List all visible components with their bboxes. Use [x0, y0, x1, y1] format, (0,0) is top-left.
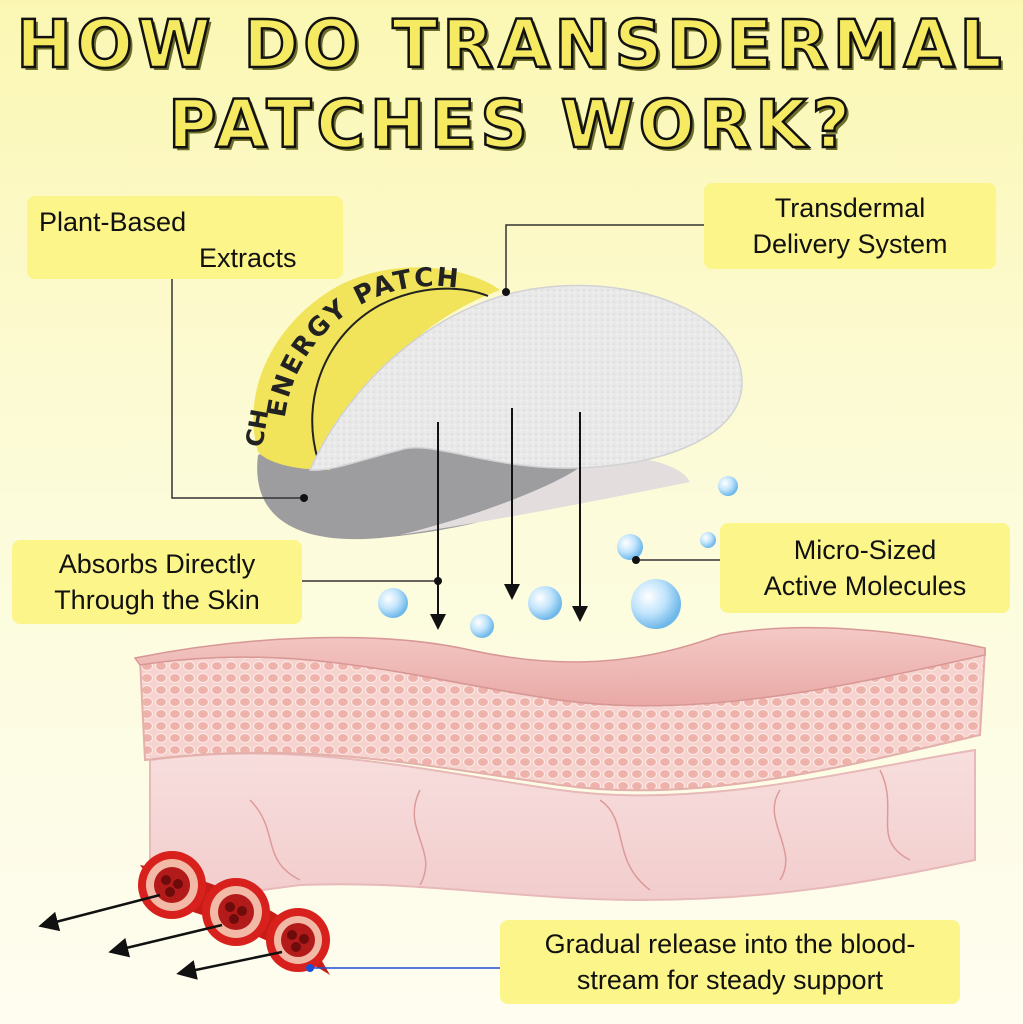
patch-white-backing: [308, 284, 743, 471]
label-delivery-line-2: Delivery System: [752, 229, 948, 259]
leader-plant: [171, 275, 304, 499]
transdermal-patch: ENERGY PATCH CH: [240, 263, 743, 540]
skin-dermis-layer: [149, 748, 976, 907]
label-molecules-line-2: Active Molecules: [763, 571, 967, 601]
vessel-cross-section-1: [138, 851, 206, 919]
label-absorbs-through-skin: Absorbs Directly Through the Skin: [12, 540, 302, 624]
label-transdermal-delivery-system: Transdermal Delivery System: [704, 183, 996, 269]
flow-arrow-3: [176, 950, 283, 980]
bubble: [378, 588, 408, 618]
patch-gray-layer: [257, 445, 600, 540]
bubble: [528, 586, 562, 620]
flow-arrow-1: [38, 893, 161, 932]
patch-print-ring: [311, 287, 489, 461]
bubble: [617, 534, 643, 560]
title-line-1: HOW DO TRANSDERMAL: [15, 5, 1007, 85]
bubble: [631, 579, 681, 629]
dermis-vessels: [249, 769, 911, 891]
label-release-line-2: stream for steady support: [576, 965, 884, 995]
patch-yellow-printed-side: [253, 267, 500, 470]
label-release-line-1: Gradual release into the blood-: [544, 929, 916, 959]
molecule-bubbles: [378, 476, 738, 638]
leader-lines: [171, 224, 720, 969]
leader-delivery: [505, 224, 708, 292]
skin-surface-layer: [133, 626, 986, 707]
label-absorbs-line-1: Absorbs Directly: [58, 549, 256, 579]
label-plant-line-2: Extracts: [199, 243, 297, 273]
absorption-arrows: [430, 408, 588, 630]
blood-vessels: [38, 851, 330, 980]
label-delivery-line-1: Transdermal: [774, 193, 926, 223]
label-molecules-line-1: Micro-Sized: [793, 535, 937, 565]
vessel-cross-section-3: [266, 908, 330, 972]
skin-cross-section: [133, 626, 987, 907]
flow-arrow-2: [108, 923, 223, 958]
vessel-cross-section-2: [202, 878, 270, 946]
patch-print-fragment: CH: [240, 407, 274, 449]
label-plant-based-extracts: Plant-Based Extracts: [27, 196, 343, 279]
label-gradual-release: Gradual release into the blood- stream f…: [500, 920, 960, 1004]
label-micro-sized-molecules: Micro-Sized Active Molecules: [720, 523, 1010, 613]
bubble: [718, 476, 738, 496]
label-plant-line-1: Plant-Based: [39, 207, 187, 237]
bubble: [470, 614, 494, 638]
title-line-2: PATCHES WORK?: [167, 85, 855, 165]
label-absorbs-line-2: Through the Skin: [54, 585, 260, 615]
bubble: [700, 532, 716, 548]
patch-light-underlayer: [400, 457, 690, 535]
leader-dots: [300, 288, 640, 972]
